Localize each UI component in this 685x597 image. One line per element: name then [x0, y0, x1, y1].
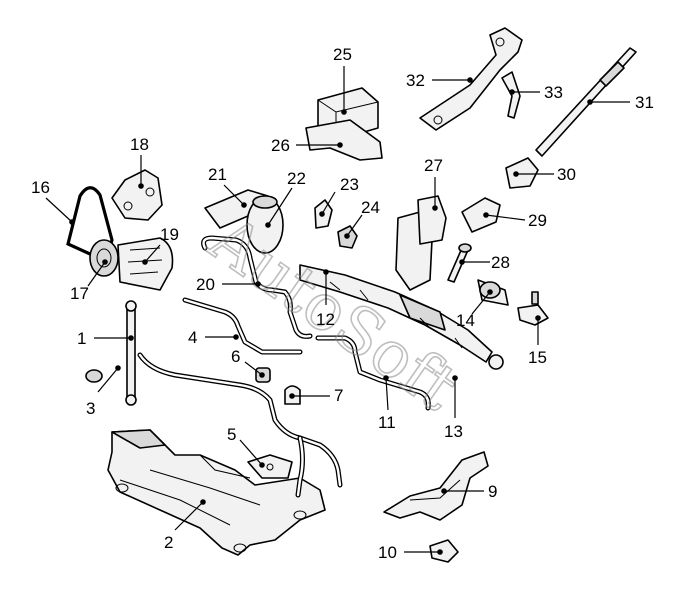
callout-10: 10: [378, 543, 397, 562]
callout-20: 20: [196, 275, 215, 294]
callout-1: 1: [77, 329, 86, 348]
callout-12: 12: [316, 310, 335, 329]
callout-26: 26: [271, 136, 290, 155]
ball-joint-part: [429, 539, 459, 563]
steering-shaft-part: [535, 47, 637, 157]
column-bracket-part: [419, 27, 523, 131]
callout-24: 24: [361, 198, 380, 217]
pump-part: [89, 237, 174, 291]
callout-25: 25: [333, 45, 352, 64]
callout-4: 4: [188, 328, 197, 347]
callout-27: 27: [424, 156, 443, 175]
callout-5: 5: [227, 425, 236, 444]
stabilizer-link-part: [125, 300, 137, 406]
callout-32: 32: [406, 71, 425, 90]
callout-22: 22: [287, 169, 306, 188]
callout-3: 3: [86, 399, 95, 418]
callout-18: 18: [130, 135, 149, 154]
bracket-part-26: [305, 119, 383, 161]
callout-9: 9: [488, 482, 497, 501]
callout-33: 33: [544, 83, 563, 102]
callout-31: 31: [635, 93, 654, 112]
pump-bracket-part: [111, 169, 163, 221]
callout-6: 6: [231, 347, 240, 366]
coupling-part: [505, 157, 539, 189]
callout-21: 21: [208, 165, 227, 184]
universal-joint-part: [461, 197, 501, 233]
callout-29: 29: [528, 211, 547, 230]
callout-23: 23: [340, 175, 359, 194]
bracket-part-5: [247, 454, 293, 479]
lower-control-arm-part: [383, 451, 489, 521]
callout-7: 7: [334, 386, 343, 405]
callout-15: 15: [528, 348, 547, 367]
callout-2: 2: [164, 533, 173, 552]
tie-rod-end-part: [517, 291, 549, 326]
nut-part: [85, 369, 103, 383]
callout-17: 17: [70, 284, 89, 303]
small-bracket-part: [501, 71, 521, 119]
bolt-part: [447, 243, 472, 283]
callout-28: 28: [491, 253, 510, 272]
reservoir-part: [246, 195, 284, 254]
subframe-part: [107, 429, 326, 556]
callouts: 1 2 3 4 5 6 7 9 10 11 12 13 14: [31, 45, 654, 562]
callout-30: 30: [557, 165, 576, 184]
callout-11: 11: [378, 413, 396, 432]
boot-part: [395, 195, 447, 291]
callout-19: 19: [160, 225, 179, 244]
grommet-part: [477, 279, 509, 306]
callout-13: 13: [444, 422, 463, 441]
brake-pipes: [182, 235, 431, 411]
stabilizer-bar: [137, 352, 343, 498]
callout-14: 14: [456, 311, 475, 330]
steering-rack-part: [299, 264, 504, 370]
callout-16: 16: [31, 178, 50, 197]
